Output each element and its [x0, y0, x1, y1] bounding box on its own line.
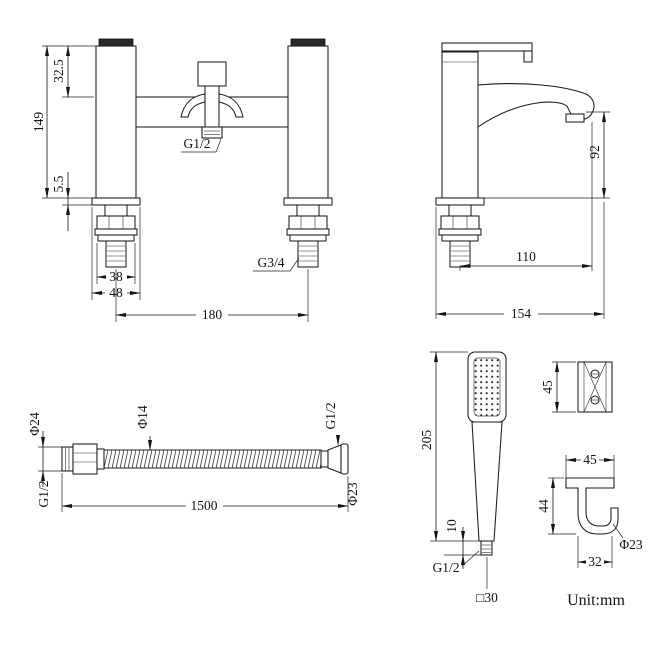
dim-text-45-width: 45 [583, 452, 597, 467]
dim-text-110: 110 [516, 249, 536, 264]
dim-spout-reach: 110 [459, 122, 593, 271]
hose-collar-left [96, 448, 105, 470]
dim-text-32-5: 32.5 [51, 59, 66, 83]
dim-text-92: 92 [587, 145, 602, 159]
side-handle [441, 42, 533, 52]
label-text-g12-hose-right: G1/2 [323, 403, 338, 430]
diverter-stem [204, 85, 220, 128]
spout [477, 83, 595, 128]
dim-bracket-hole: Φ23 [612, 523, 643, 552]
dim-text-phi23-hose: Φ23 [345, 482, 360, 506]
label-text-g12-handset: G1/2 [433, 560, 460, 575]
dim-deck-thickness: 5.5 [51, 172, 92, 231]
label-text-g12-outlet: G1/2 [184, 136, 211, 151]
label-hose-thread-left: G1/2 [36, 481, 51, 508]
dim-text-sq30: □30 [476, 590, 498, 605]
dim-handset-length: 205 [419, 351, 481, 542]
dim-text-phi24: Φ24 [27, 412, 42, 436]
dim-total-depth: 154 [435, 202, 605, 321]
side-body [441, 51, 479, 199]
dim-cone-diameter: Φ23 [345, 482, 360, 506]
dim-nut-diameter: Φ24 [27, 412, 62, 487]
right-pillar-body [287, 45, 329, 199]
diverter-knob [197, 61, 227, 87]
bracket-body [565, 477, 619, 535]
dim-bracket-inner-width: 32 [577, 536, 613, 569]
dim-bracket-height: 44 [536, 477, 576, 535]
dim-text-45-plate: 45 [540, 380, 555, 394]
handset-inlet [480, 540, 493, 556]
label-outlet-thread: G1/2 [181, 136, 222, 153]
dim-text-180: 180 [202, 307, 223, 322]
right-mounting-hardware [283, 197, 333, 268]
dim-text-phi14: Φ14 [135, 405, 150, 429]
dim-hose-length: 1500 [61, 473, 349, 513]
hose-body [103, 449, 322, 469]
hose-tip [340, 443, 349, 475]
right-handle [290, 38, 326, 47]
aerator [565, 113, 585, 123]
label-handset-thread: G1/2 [433, 550, 480, 575]
hose-nut [72, 443, 98, 475]
side-handle-hook [523, 50, 533, 63]
dim-text-149: 149 [31, 112, 46, 133]
mixer-front-view: 149 32.5 5.5 G1/2 38 [31, 38, 333, 322]
left-handle [98, 38, 134, 47]
dim-text-44: 44 [536, 499, 551, 513]
bracket-top-view: 45 [540, 361, 613, 413]
dim-head-square: □30 [476, 557, 498, 605]
label-shank-thread: G3/4 [253, 255, 300, 272]
dim-hole-centers: 180 [115, 269, 309, 322]
handset-view: 205 10 G1/2 □30 [419, 351, 507, 605]
dim-text-phi23-bracket: Φ23 [619, 537, 643, 552]
dim-hose-diameter: Φ14 [135, 405, 153, 451]
dim-spout-height: 92 [484, 111, 610, 199]
hose-knurl [61, 446, 74, 472]
dim-text-5-5: 5.5 [51, 175, 66, 192]
spray-face [473, 357, 501, 417]
dim-text-32: 32 [588, 554, 602, 569]
mixer-side-view: 92 110 154 [435, 42, 610, 321]
dim-top-to-bridge: 32.5 [51, 45, 94, 98]
dim-plate-height: 45 [540, 361, 576, 413]
dim-text-154: 154 [511, 306, 532, 321]
hose-cone [327, 444, 342, 474]
left-pillar-body [95, 45, 137, 199]
dim-text-205: 205 [419, 430, 434, 451]
unit-label: Unit:mm [567, 592, 625, 609]
shower-outlet [201, 126, 223, 139]
label-hose-thread-right: G1/2 [323, 403, 341, 446]
dim-text-10: 10 [444, 519, 459, 533]
hose-collar-right [320, 450, 329, 468]
dim-bracket-width: 45 [565, 452, 615, 478]
hose-view: Φ24 Φ14 G1/2 G1/2 1500 Φ23 [27, 403, 360, 514]
label-text-g34: G3/4 [258, 255, 285, 270]
left-mounting-hardware [91, 197, 141, 268]
side-mounting-hardware [435, 197, 485, 268]
handset-handle [471, 421, 503, 542]
bracket-front-view: 45 44 32 Φ23 [536, 452, 643, 569]
dim-text-1500: 1500 [191, 498, 218, 513]
label-text-g12-hose-left: G1/2 [36, 481, 51, 508]
